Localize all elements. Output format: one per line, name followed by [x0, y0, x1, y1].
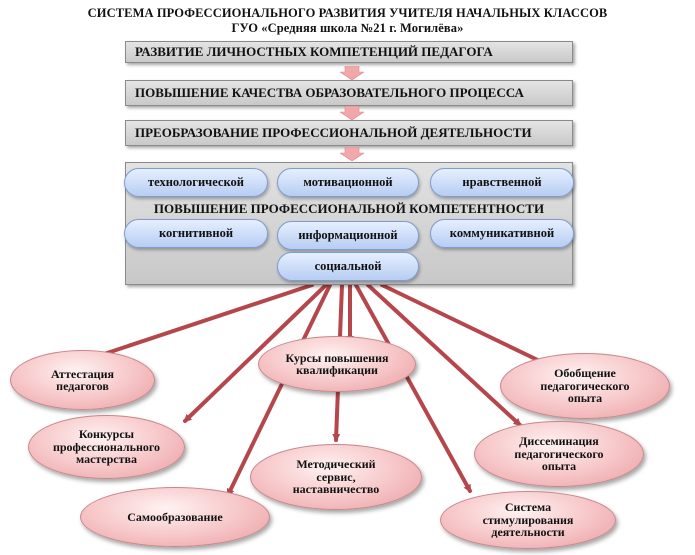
outcome-incentive-system: Система стимулирования деятельности: [440, 491, 616, 549]
connector-arrow: [354, 283, 472, 493]
connector-arrow: [84, 283, 314, 362]
connector-arrow: [380, 283, 550, 367]
competence-motivational: мотивационной: [277, 168, 419, 197]
competence-moral: нравственной: [430, 168, 574, 197]
outcome-methodical-service: Методический сервис, наставничество: [250, 444, 422, 510]
outcome-experience-generalization: Обобщение педагогического опыта: [500, 353, 670, 419]
competence-title: ПОВЫШЕНИЕ ПРОФЕССИОНАЛЬНОЙ КОМПЕТЕНТНОСТ…: [153, 201, 545, 216]
competence-technological: технологической: [124, 168, 268, 197]
connector-arrow: [183, 283, 328, 423]
band-education-quality: ПОВЫШЕНИЕ КАЧЕСТВА ОБРАЗОВАТЕЛЬНОГО ПРОЦ…: [125, 80, 573, 106]
band-personal-competencies: РАЗВИТИЕ ЛИЧНОСТНЫХ КОМПЕТЕНЦИЙ ПЕДАГОГА: [125, 41, 573, 63]
down-arrow-icon: [340, 66, 364, 80]
outcome-experience-dissemination: Диссеминация педагогического опыта: [474, 421, 644, 487]
connector-arrow: [226, 283, 332, 497]
competence-informational: информационной: [277, 221, 419, 250]
down-arrow-icon: [340, 106, 364, 120]
outcome-professional-contests: Конкурсы профессионального мастерства: [28, 415, 185, 479]
outcome-attestation: Аттестация педагогов: [10, 350, 155, 410]
school-name: ГУО «Средняя школа №21 г. Могилёва»: [231, 21, 464, 35]
competence-communicative: коммуникативной: [430, 219, 574, 248]
competence-cognitive: когнитивной: [124, 219, 268, 248]
outcome-qualification-courses: Курсы повышения квалификации: [258, 336, 416, 392]
outcome-self-education: Самообразование: [80, 487, 270, 547]
diagram-title: СИСТЕМА ПРОФЕССИОНАЛЬНОГО РАЗВИТИЯ УЧИТЕ…: [87, 6, 608, 20]
competence-social: социальной: [277, 252, 419, 281]
connector-arrow: [366, 283, 522, 427]
band-activity-transformation: ПРЕОБРАЗОВАНИЕ ПРОФЕССИОНАЛЬНОЙ ДЕЯТЕЛЬН…: [125, 120, 573, 146]
down-arrow-icon: [340, 147, 364, 161]
